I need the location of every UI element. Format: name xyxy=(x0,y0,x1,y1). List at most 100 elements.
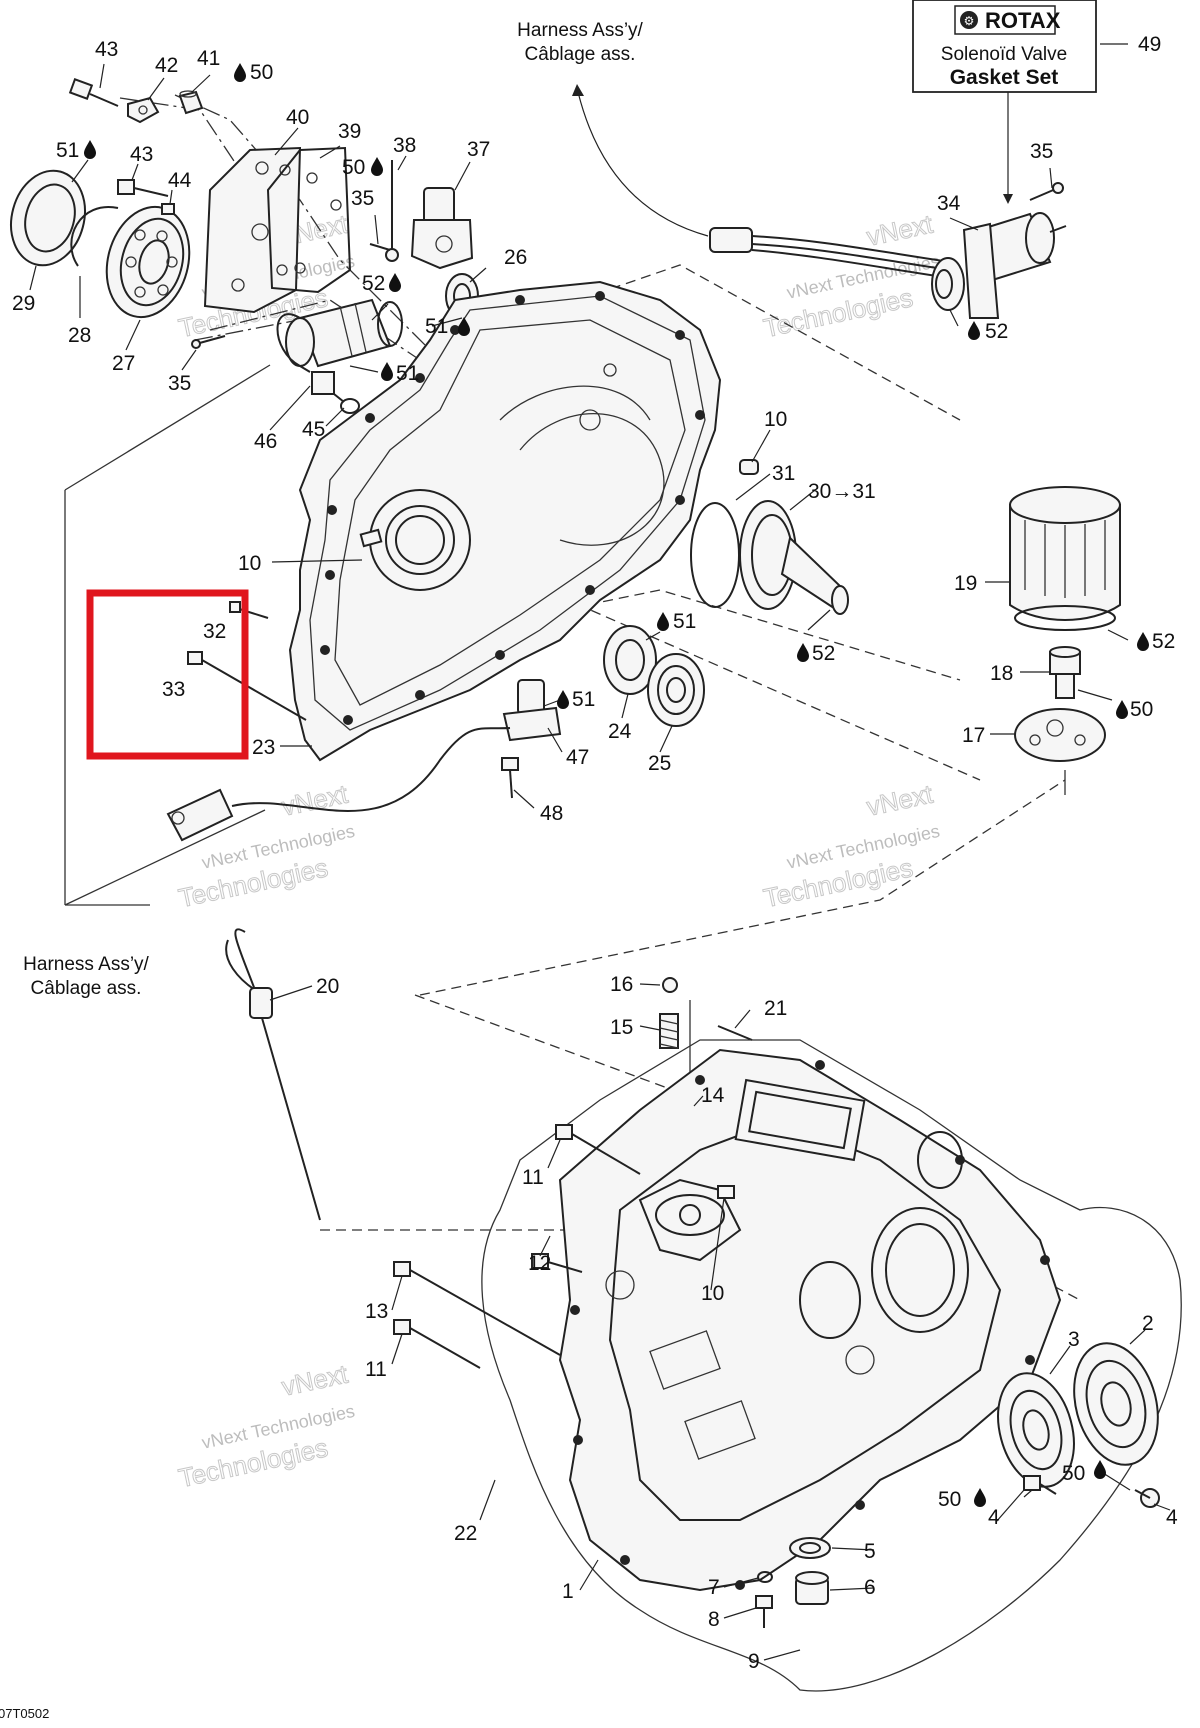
plate-17 xyxy=(1014,708,1106,762)
label-37: 37 xyxy=(467,138,490,161)
label-45: 45 xyxy=(302,418,325,441)
watermark-line1: vNext xyxy=(279,1358,351,1401)
label-9: 9 xyxy=(748,1650,760,1673)
drain-plug-6 xyxy=(795,1571,829,1605)
pin-21 xyxy=(717,1025,753,1041)
label-3: 3 xyxy=(1068,1328,1080,1351)
label-10: 10 xyxy=(238,552,261,575)
bolt-43-lower xyxy=(117,179,169,197)
label-35: 35 xyxy=(1030,140,1053,163)
watermark-line1: vNext xyxy=(864,778,936,821)
label-46: 46 xyxy=(254,430,277,453)
label-51: 51 xyxy=(673,610,696,633)
solenoid-valve-34 xyxy=(931,212,1067,319)
label-23: 23 xyxy=(252,736,275,759)
drop-icon xyxy=(797,643,809,662)
label-43: 43 xyxy=(130,143,153,166)
label-51: 51 xyxy=(396,362,419,385)
drop-icon xyxy=(968,321,980,340)
watermark-line1: vNext xyxy=(864,208,936,251)
label-52: 52 xyxy=(1152,630,1175,653)
solenoid-valve-upper xyxy=(276,298,403,368)
label-22: 22 xyxy=(454,1522,477,1545)
bearing-3 xyxy=(997,1372,1075,1488)
drop-icons xyxy=(84,63,1149,1507)
label-51: 51 xyxy=(56,139,79,162)
ball-16 xyxy=(662,977,678,993)
spring-15 xyxy=(659,1013,679,1049)
label-25: 25 xyxy=(648,752,671,775)
label-52: 52 xyxy=(985,320,1008,343)
drop-icon xyxy=(974,1488,986,1507)
seal-24 xyxy=(603,625,657,695)
drop-icon xyxy=(371,157,383,176)
label-31: 31 xyxy=(772,462,795,485)
bolt-4-right xyxy=(1134,1488,1160,1508)
label-34: 34 xyxy=(937,192,961,215)
highlighted-parts[interactable] xyxy=(86,589,307,760)
seal-29 xyxy=(10,169,86,267)
drawing-code: 07T0502 xyxy=(0,1706,49,1721)
drop-icon xyxy=(657,612,669,631)
label-27: 27 xyxy=(112,352,135,375)
label-24: 24 xyxy=(608,720,632,743)
dipstick-20 xyxy=(225,928,321,1221)
stud-32[interactable] xyxy=(229,601,269,619)
label-10: 10 xyxy=(701,1282,724,1305)
o-ring-5 xyxy=(789,1537,831,1559)
kit-brand: ROTAX xyxy=(985,8,1061,33)
drop-icon xyxy=(84,140,96,159)
speed-sensor-47 xyxy=(502,679,562,742)
highlight-box xyxy=(86,589,249,760)
clutch-cover-housing xyxy=(288,280,722,762)
rotax-gear-icon: ⚙ xyxy=(964,14,975,28)
stud-33[interactable] xyxy=(187,651,307,721)
bolt-13 xyxy=(393,1261,561,1356)
bolt-43-top xyxy=(68,78,119,107)
label-15: 15 xyxy=(610,1016,633,1039)
label-4: 4 xyxy=(988,1506,1000,1529)
lower-right-parts xyxy=(755,1342,1160,1628)
label-35: 35 xyxy=(168,372,191,395)
bolt-8 xyxy=(755,1595,773,1628)
drop-icon xyxy=(458,317,470,336)
drop-icon xyxy=(1137,632,1149,651)
upper-left-parts xyxy=(10,78,479,414)
dowel-10-housing xyxy=(717,1185,735,1199)
drop-icon xyxy=(234,63,246,82)
label-7: 7 xyxy=(708,1576,720,1599)
label-52: 52 xyxy=(362,272,385,295)
harness-connector-lower xyxy=(166,727,511,842)
label-47: 47 xyxy=(566,746,589,769)
dowel-10-cover xyxy=(359,528,383,548)
part-labels: 43 42 41 50 49 51 43 44 40 39 38 37 50 3… xyxy=(12,33,1178,1673)
label-17: 17 xyxy=(962,724,985,747)
bearing-2 xyxy=(1073,1342,1159,1466)
label-14: 14 xyxy=(701,1084,725,1107)
screw-35-mid xyxy=(369,243,391,251)
label-18: 18 xyxy=(990,662,1013,685)
sensor-46 xyxy=(299,365,345,403)
washer-7 xyxy=(757,1571,773,1583)
label-51: 51 xyxy=(572,688,595,711)
label-29: 29 xyxy=(12,292,35,315)
circlip-28 xyxy=(70,205,119,267)
bolt-11-upper xyxy=(555,1124,641,1175)
label-41: 41 xyxy=(197,47,220,70)
label-50: 50 xyxy=(1130,698,1153,721)
label-13: 13 xyxy=(365,1300,388,1323)
gasket-31 xyxy=(690,502,740,608)
label-5: 5 xyxy=(864,1540,876,1563)
shaft-area-parts xyxy=(166,459,849,842)
label-20: 20 xyxy=(316,975,339,998)
label-19: 19 xyxy=(954,572,977,595)
label-48: 48 xyxy=(540,802,563,825)
label-40: 40 xyxy=(286,106,309,129)
label-51: 51 xyxy=(425,315,448,338)
label-8: 8 xyxy=(708,1608,720,1631)
harness-note-top-line1: Harness Ass’y/ xyxy=(517,20,643,41)
label-10: 10 xyxy=(764,408,787,431)
bearing-25 xyxy=(647,653,705,727)
label-38: 38 xyxy=(393,134,416,157)
